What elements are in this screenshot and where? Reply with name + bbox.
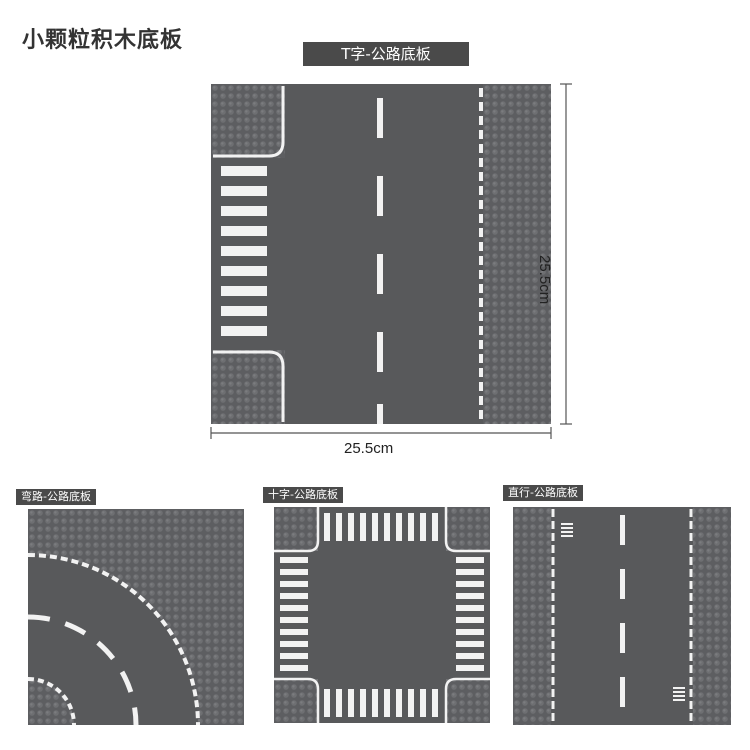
right-stud-area — [483, 84, 551, 424]
bottom-left-stud-area — [211, 350, 285, 424]
crossroad-plate — [274, 507, 490, 723]
page-title: 小颗粒积木底板 — [22, 28, 184, 53]
top-left-stud-area — [211, 84, 285, 158]
curve-plate — [28, 509, 244, 725]
height-dimension: 25.5cm — [536, 255, 553, 305]
height-dimension-line — [560, 83, 572, 425]
main-plate-label: T字-公路底板 — [303, 42, 469, 66]
inner-curve-line — [28, 677, 76, 725]
crosswalk — [221, 166, 267, 336]
width-dimension: 25.5cm — [344, 440, 394, 457]
center-curve-dashes — [28, 614, 139, 725]
width-dimension-line — [210, 427, 552, 439]
center-lane-dashes — [377, 98, 383, 424]
crosswalks — [280, 513, 484, 717]
straight-plate — [513, 507, 731, 725]
t-junction-plate — [211, 84, 551, 424]
center-lane-dashes — [620, 515, 625, 707]
straight-plate-label: 直行-公路底板 — [503, 485, 583, 501]
outer-curve-line — [28, 553, 200, 725]
crosswalk-marker-bottom — [673, 687, 685, 701]
crossroad-plate-label: 十字-公路底板 — [263, 487, 343, 503]
crosswalk-marker-top — [561, 523, 573, 537]
curve-plate-label: 弯路-公路底板 — [16, 489, 96, 505]
